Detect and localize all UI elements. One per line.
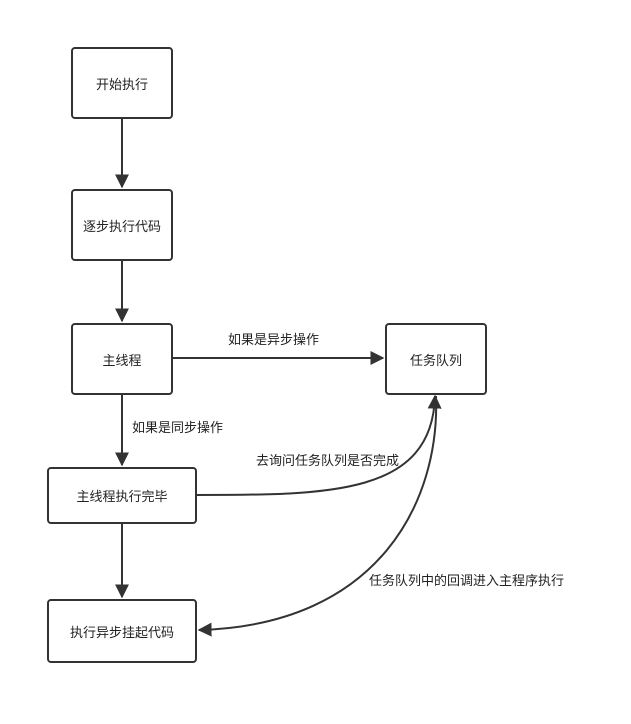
node-main-done: 主线程执行完毕 xyxy=(47,467,197,524)
node-main-done-label: 主线程执行完毕 xyxy=(76,490,168,505)
edge-queue-to-async xyxy=(197,395,438,637)
node-main-thread: 主线程 xyxy=(71,323,173,395)
node-step: 逐步执行代码 xyxy=(71,189,173,261)
node-step-label: 逐步执行代码 xyxy=(82,219,161,235)
edge-done-to-queue xyxy=(195,394,442,496)
node-start-label: 开始执行 xyxy=(95,77,148,93)
edge-label-if-async: 如果是异步操作 xyxy=(228,333,320,348)
node-task-queue-label: 任务队列 xyxy=(409,353,462,369)
node-main-thread-label: 主线程 xyxy=(102,353,142,369)
node-async-code-label: 执行异步挂起代码 xyxy=(69,625,174,641)
edge-label-ask-queue: 去询问任务队列是否完成 xyxy=(256,454,400,469)
node-async-code: 执行异步挂起代码 xyxy=(47,599,197,663)
node-task-queue: 任务队列 xyxy=(385,323,487,395)
edge-label-callback: 任务队列中的回调进入主程序执行 xyxy=(369,574,565,589)
edge-label-if-sync: 如果是同步操作 xyxy=(132,421,224,436)
node-start: 开始执行 xyxy=(71,47,173,119)
